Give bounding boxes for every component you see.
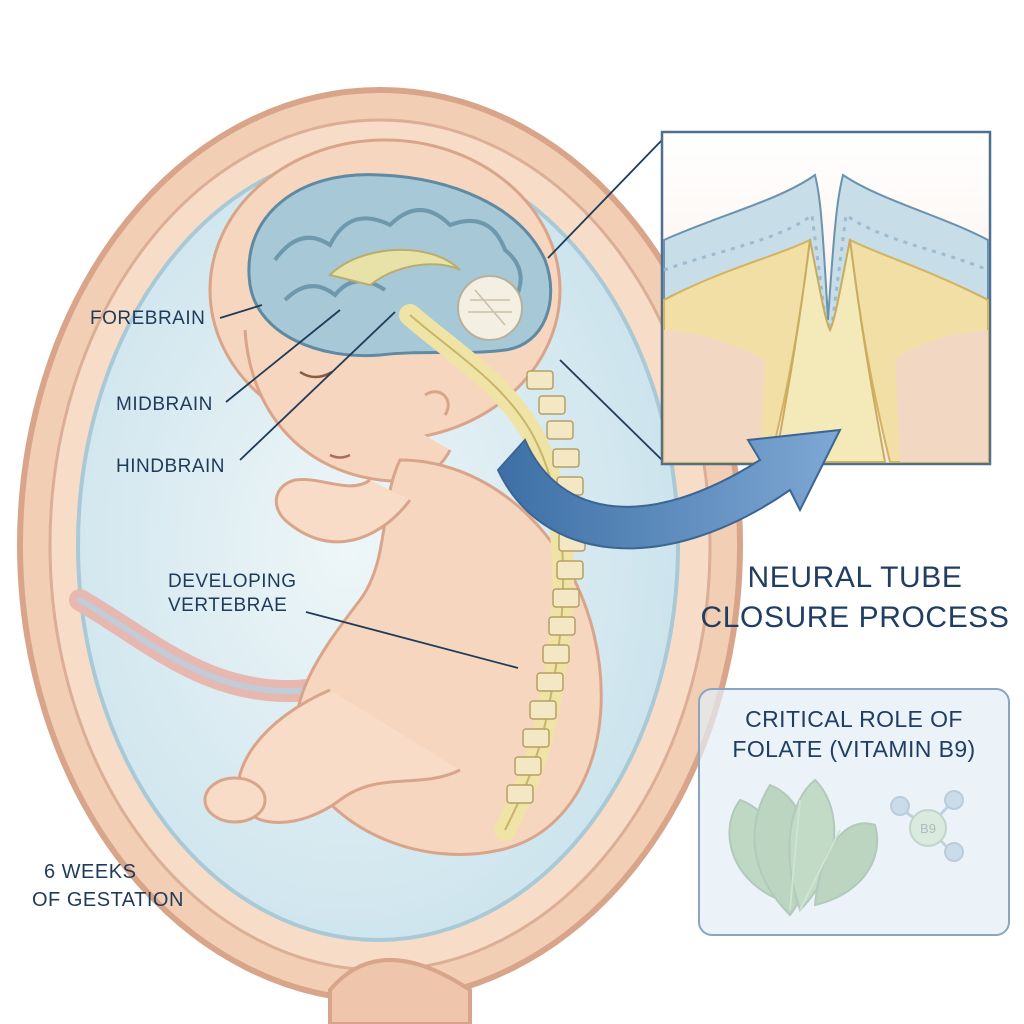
vertebra — [514, 756, 542, 776]
inset-leader-top — [547, 139, 663, 259]
vertebra — [542, 644, 570, 664]
leader-lines — [219, 139, 663, 669]
gestation-label-line1: 6 WEEKS — [44, 861, 137, 883]
vertebra — [548, 616, 576, 636]
vertebra — [526, 370, 554, 390]
hindbrain-leader — [239, 311, 396, 461]
vertebrae-label-line1: DEVELOPING — [168, 571, 297, 592]
midbrain-leader — [225, 309, 341, 403]
vertebra — [506, 784, 534, 804]
vertebra — [552, 448, 580, 468]
folate-title: CRITICAL ROLE OF FOLATE (VITAMIN B9) — [700, 704, 1008, 764]
vertebra — [546, 420, 574, 440]
vertebrae-leader — [305, 611, 519, 669]
inset-title-line2: CLOSURE PROCESS — [700, 601, 1010, 634]
vertebra — [556, 560, 584, 580]
inset-leader-bottom — [559, 359, 663, 461]
vertebra — [529, 700, 557, 720]
inset-title-line1: NEURAL TUBE — [747, 561, 963, 594]
gestation-label-line2: OF GESTATION — [32, 889, 184, 911]
closure-arrow — [496, 428, 842, 550]
neural-tube-inset — [660, 130, 992, 466]
vertebra — [538, 395, 566, 415]
vertebrae-label: DEVELOPING VERTEBRAE — [168, 570, 297, 618]
vertebrae-label-line2: VERTEBRAE — [168, 595, 288, 616]
inset-title: NEURAL TUBE CLOSURE PROCESS — [700, 558, 1010, 638]
midbrain-label: MIDBRAIN — [116, 394, 213, 415]
folate-title-line2: FOLATE (VITAMIN B9) — [732, 736, 976, 762]
folate-box: CRITICAL ROLE OF FOLATE (VITAMIN B9) — [698, 688, 1010, 936]
vertebra — [536, 672, 564, 692]
hindbrain-label: HINDBRAIN — [116, 456, 226, 477]
forebrain-leader — [219, 304, 263, 319]
vertebra — [552, 588, 580, 608]
gestation-label: 6 WEEKS OF GESTATION — [32, 858, 184, 914]
brain — [247, 173, 553, 358]
vertebra — [522, 728, 550, 748]
forebrain-label: FOREBRAIN — [90, 308, 206, 329]
folate-title-line1: CRITICAL ROLE OF — [745, 706, 963, 732]
